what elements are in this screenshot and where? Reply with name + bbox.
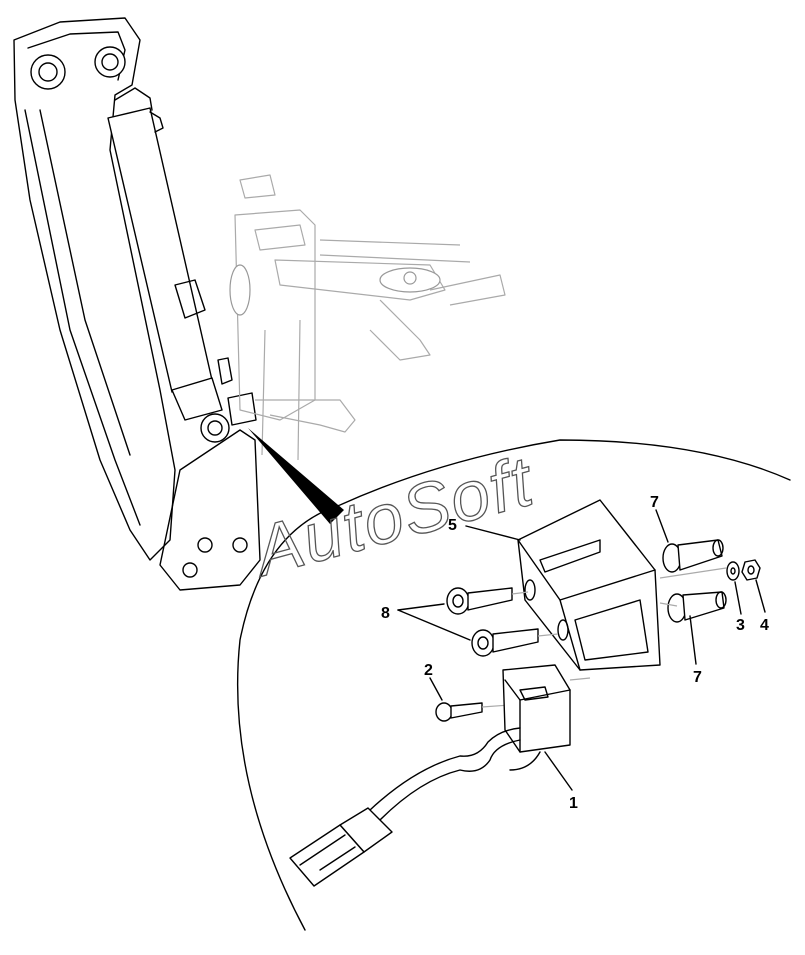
shoulder-bolt-lower: [659, 591, 727, 623]
cap-screw-upper: [446, 587, 529, 615]
callout-1: 1: [569, 795, 578, 812]
cable-connector: [289, 807, 393, 887]
detail-circle: [236, 439, 791, 931]
callout-7-lower: 7: [693, 669, 702, 686]
hydraulic-cylinder: [107, 87, 233, 443]
sensor-cable: [369, 727, 541, 821]
callout-8: 8: [381, 605, 390, 622]
callout-labels: 5 8 2 1 7 7 3 4: [381, 494, 769, 812]
loader-arm: [13, 17, 176, 561]
frame-plate: [159, 392, 261, 591]
leader-lines: [397, 509, 766, 791]
callout-4: 4: [760, 617, 769, 634]
callout-5: 5: [448, 517, 457, 534]
bracket-housing: [517, 499, 661, 671]
callout-2: 2: [424, 662, 433, 679]
detail-leader-wedge: [248, 428, 344, 524]
cap-screw-lower: [471, 628, 559, 657]
small-screw: [435, 702, 511, 722]
washer: [659, 561, 740, 581]
nut: [741, 559, 761, 581]
callout-7-upper: 7: [650, 494, 659, 511]
callout-3: 3: [736, 617, 745, 634]
shoulder-bolt-upper: [662, 539, 724, 573]
sensor-unit: [502, 664, 591, 753]
chassis-bracket: [229, 174, 506, 461]
